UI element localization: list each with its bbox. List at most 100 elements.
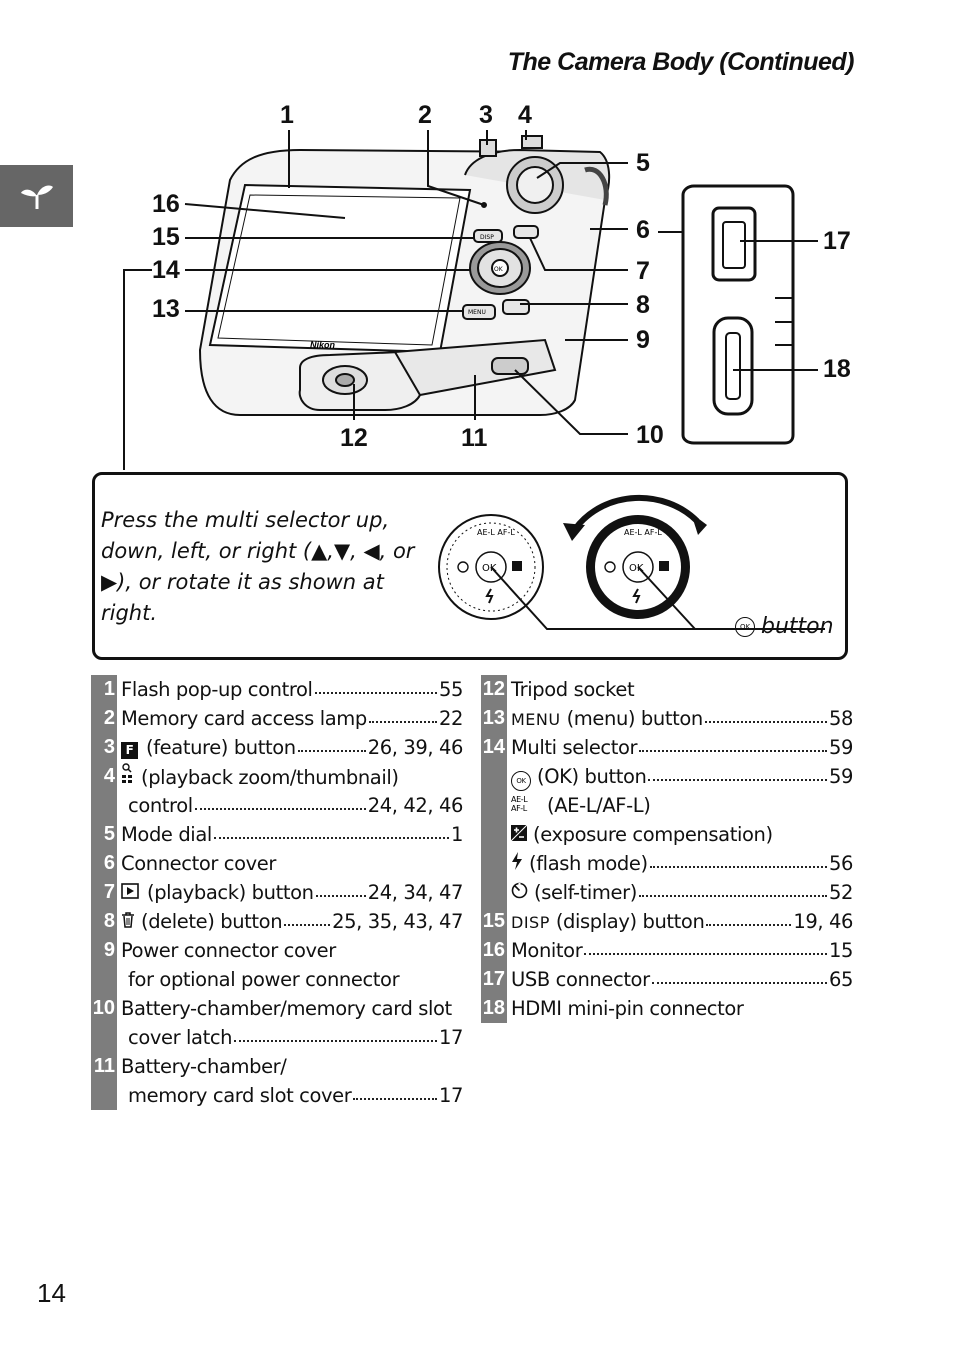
connector-side-view [681,184,795,445]
multi-selector-dial-rotating: OK AE-L AF-L [563,494,707,619]
legend-num: 8 [91,907,117,936]
callout-12: 12 [340,424,368,452]
legend-text: (delete) button [141,910,283,933]
legend-text: Memory card access lamp [121,707,367,730]
sprout-icon [20,185,53,209]
callout-8: 8 [636,291,650,319]
ael-afl-icon: AE-LAF-L [511,795,529,812]
legend-page: 25, 35, 43, 47 [332,910,463,933]
callout-18: 18 [823,355,851,383]
svg-text:AE-L: AE-L [511,795,528,804]
callout-9: 9 [636,326,650,354]
legend-num: 11 [91,1052,117,1110]
legend-num: 17 [481,965,507,994]
callout-2: 2 [418,101,432,129]
legend-page: 24, 42, 46 [367,794,464,817]
legend-num: 13 [481,704,507,733]
legend-num: 2 [91,704,117,733]
legend-num: 15 [481,907,507,936]
legend-num: 16 [481,936,507,965]
multi-selector-illustration: OK AE-L AF-L OK AE-L AF-L [438,494,825,630]
legend-text: Battery-chamber/memory card slot [121,997,452,1020]
callout-6: 6 [636,216,650,244]
legend-entry-5: 5 Mode dial 1 [91,820,463,849]
flash-icon [512,852,522,870]
legend-page: 52 [828,881,853,904]
self-timer-icon [511,882,528,899]
ok-icon: OK [735,616,755,637]
camera-diagram: Nikon DISP MENU OK [123,130,818,470]
callout-1: 1 [280,101,294,129]
legend-num: 9 [91,936,117,994]
callout-7: 7 [636,257,650,285]
page-number: 14 [37,1278,66,1308]
legend-text: Mode dial [121,823,212,846]
ok-icon: OK [511,771,531,791]
legend-page: 15 [828,939,853,962]
legend-text: (AE-L/AF-L) [547,794,651,817]
legend-num: 18 [481,994,507,1023]
legend-text: Monitor [511,939,583,962]
exposure-comp-icon [511,825,527,841]
legend-num: 1 [91,675,117,704]
feature-icon: F [121,742,138,759]
legend-entry-16: 16 Monitor 15 [481,936,853,965]
callout-5: 5 [636,149,650,177]
legend-entry-9: 9 Power connector cover for optional pow… [91,936,463,994]
legend-num: 5 [91,820,117,849]
legend-text: Tripod socket [511,678,635,701]
legend-entry-6: 6 Connector cover [91,849,463,878]
legend-page: 26, 39, 46 [367,736,464,759]
legend-text: Battery-chamber/ [121,1055,287,1078]
legend-text: for optional power connector [128,968,400,991]
legend-text: (feature) button [146,736,296,759]
legend-entry-8: 8 (delete) button 25, 35, 43, 47 [91,907,463,936]
legend-page: 1 [450,823,463,846]
legend-page: 58 [828,707,853,730]
svg-text:AE-L AF-L: AE-L AF-L [477,528,515,537]
legend-entry-11: 11 Battery-chamber/ memory card slot cov… [91,1052,463,1110]
callout-15: 15 [152,223,180,251]
legend-num: 4 [91,762,117,820]
legend-page: 17 [438,1084,463,1107]
legend-entry-18: 18 HDMI mini-pin connector [481,994,853,1023]
callout-3: 3 [479,101,493,129]
page-header-title: The Camera Body (Continued) [507,48,855,76]
legend-page: 65 [828,968,853,991]
svg-text:OK: OK [629,563,644,574]
legend-page: 55 [438,678,463,701]
menu-label: MENU [511,710,561,729]
info-text: Press the multi selector up, down, left,… [101,508,415,625]
trash-icon [122,912,134,928]
legend-text: (playback zoom/thumbnail) [141,766,399,789]
legend-page: 17 [438,1026,463,1049]
ok-button-label: OK button [735,614,834,639]
legend-text: (display) button [555,910,705,933]
zoom-thumbnail-icon [122,763,132,783]
legend-num: 14 [481,733,507,907]
legend-text: (playback) button [147,881,314,904]
legend-text: USB connector [511,968,650,991]
legend-entry-17: 17 USB connector 65 [481,965,853,994]
svg-text:AF-L: AF-L [511,804,528,812]
legend-text: (exposure compensation) [533,823,773,846]
camera-body [198,135,611,416]
callout-13: 13 [152,295,180,323]
svg-text:OK: OK [482,563,497,574]
legend-text: HDMI mini-pin connector [511,997,744,1020]
camera-logo: Nikon [310,340,336,350]
leader-lines [123,130,818,470]
playback-icon [121,883,139,899]
callout-14: 14 [152,256,180,284]
legend-text: control [128,794,193,817]
legend-page: 24, 34, 47 [367,881,464,904]
legend-text: (self-timer) [534,881,637,904]
